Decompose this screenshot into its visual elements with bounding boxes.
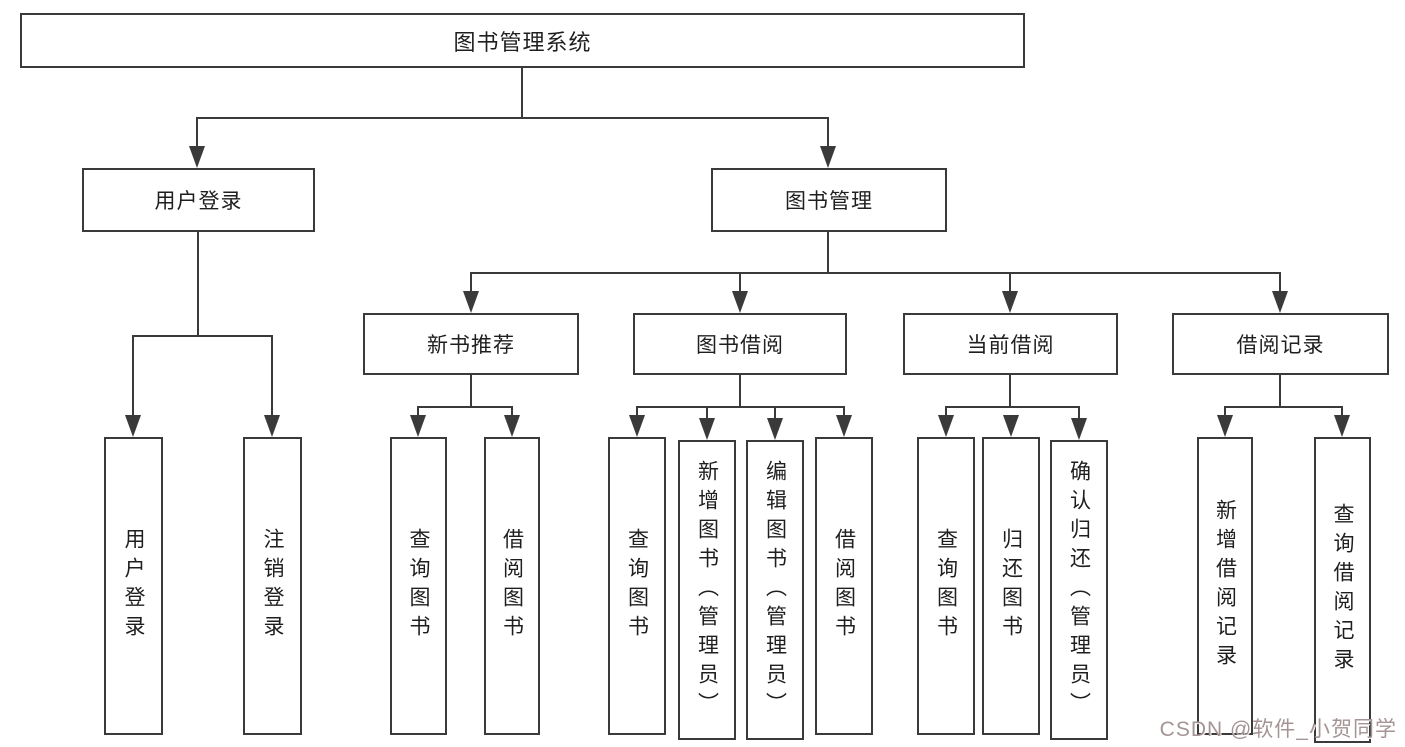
leaf-br-query-record-label: 查询借阅记录 xyxy=(1331,503,1354,677)
leaf-cb-confirm-return: 确认归还（管理员） xyxy=(1050,440,1108,740)
connector-line xyxy=(1224,406,1226,418)
arrow-down-icon xyxy=(1217,415,1233,437)
connector-line xyxy=(196,117,829,119)
connector-line xyxy=(511,406,513,418)
node-new-book-recommend: 新书推荐 xyxy=(363,313,579,375)
connector-line xyxy=(521,68,523,118)
leaf-bb-edit-books: 编辑图书（管理员） xyxy=(746,440,804,740)
leaf-cb-return-books-label: 归还图书 xyxy=(999,528,1023,644)
arrow-down-icon xyxy=(1334,415,1350,437)
connector-line xyxy=(417,406,513,408)
connector-line xyxy=(1341,406,1343,418)
arrow-down-icon xyxy=(125,415,141,437)
leaf-cb-query-books: 查询图书 xyxy=(917,437,975,735)
node-root-label: 图书管理系统 xyxy=(453,29,592,55)
arrow-down-icon xyxy=(732,291,748,313)
leaf-bb-edit-books-label: 编辑图书（管理员） xyxy=(763,459,787,721)
arrow-down-icon xyxy=(1002,291,1018,313)
node-new-book-recommend-label: 新书推荐 xyxy=(427,334,515,357)
arrow-down-icon xyxy=(410,415,426,437)
connector-line xyxy=(843,406,845,418)
connector-line xyxy=(739,375,741,406)
connector-line xyxy=(271,335,273,417)
leaf-logout-label: 注销登录 xyxy=(261,528,284,644)
connector-line xyxy=(945,406,947,418)
connector-line xyxy=(1224,406,1343,408)
arrow-down-icon xyxy=(189,146,205,168)
leaf-bb-borrow-books-label: 借阅图书 xyxy=(832,528,856,644)
leaf-nb-borrow-books-label: 借阅图书 xyxy=(500,528,524,644)
connector-line xyxy=(636,406,638,418)
connector-line xyxy=(827,117,829,149)
connector-line xyxy=(417,406,419,418)
leaf-cb-confirm-return-label: 确认归还（管理员） xyxy=(1067,459,1091,721)
arrow-down-icon xyxy=(463,291,479,313)
connector-line xyxy=(1279,375,1281,406)
connector-line xyxy=(827,232,829,272)
node-root: 图书管理系统 xyxy=(20,13,1025,68)
node-user-login: 用户登录 xyxy=(82,168,315,232)
connector-line xyxy=(1279,272,1281,294)
arrow-down-icon xyxy=(629,415,645,437)
connector-line xyxy=(945,406,1080,408)
node-user-login-label: 用户登录 xyxy=(154,190,243,213)
leaf-bb-query-books-label: 查询图书 xyxy=(625,528,649,644)
arrow-down-icon xyxy=(1003,415,1019,437)
connector-line xyxy=(1078,406,1080,420)
node-current-borrow-label: 当前借阅 xyxy=(966,334,1055,357)
leaf-cb-return-books: 归还图书 xyxy=(982,437,1040,735)
csdn-watermark: CSDN @软件_小贺同学 xyxy=(1159,718,1397,741)
connector-line xyxy=(1009,272,1011,294)
node-book-management: 图书管理 xyxy=(711,168,947,232)
leaf-logout: 注销登录 xyxy=(243,437,302,735)
arrow-down-icon xyxy=(836,415,852,437)
connector-line xyxy=(470,375,472,406)
leaf-nb-borrow-books: 借阅图书 xyxy=(484,437,540,735)
connector-line xyxy=(196,117,198,149)
connector-line xyxy=(706,406,708,420)
leaf-user-login: 用户登录 xyxy=(104,437,163,735)
leaf-bb-add-books: 新增图书（管理员） xyxy=(678,440,736,740)
arrow-down-icon xyxy=(820,146,836,168)
leaf-br-add-record: 新增借阅记录 xyxy=(1197,437,1253,735)
arrow-down-icon xyxy=(1272,291,1288,313)
connector-line xyxy=(636,406,845,408)
connector-line xyxy=(132,335,134,417)
arrow-down-icon xyxy=(767,418,783,440)
arrow-down-icon xyxy=(938,415,954,437)
leaf-cb-query-books-label: 查询图书 xyxy=(934,528,958,644)
arrow-down-icon xyxy=(264,415,280,437)
connector-line xyxy=(470,272,1281,274)
connector-line xyxy=(132,335,273,337)
leaf-br-query-record: 查询借阅记录 xyxy=(1314,437,1371,743)
connector-line xyxy=(774,406,776,420)
connector-line xyxy=(1009,375,1011,406)
leaf-bb-add-books-label: 新增图书（管理员） xyxy=(695,459,719,721)
arrow-down-icon xyxy=(699,418,715,440)
leaf-br-add-record-label: 新增借阅记录 xyxy=(1213,499,1237,673)
connector-line xyxy=(470,272,472,294)
node-borrow-records-label: 借阅记录 xyxy=(1236,334,1325,357)
leaf-nb-query-books: 查询图书 xyxy=(390,437,447,735)
arrow-down-icon xyxy=(504,415,520,437)
arrow-down-icon xyxy=(1071,418,1087,440)
leaf-user-login-label: 用户登录 xyxy=(122,528,145,644)
node-current-borrow: 当前借阅 xyxy=(903,313,1118,375)
leaf-nb-query-books-label: 查询图书 xyxy=(407,528,430,644)
node-book-management-label: 图书管理 xyxy=(785,190,873,213)
node-book-borrow-label: 图书借阅 xyxy=(696,334,784,357)
connector-line xyxy=(197,232,199,335)
leaf-bb-query-books: 查询图书 xyxy=(608,437,666,735)
leaf-bb-borrow-books: 借阅图书 xyxy=(815,437,873,735)
connector-line xyxy=(739,272,741,294)
node-borrow-records: 借阅记录 xyxy=(1172,313,1389,375)
node-book-borrow: 图书借阅 xyxy=(633,313,847,375)
